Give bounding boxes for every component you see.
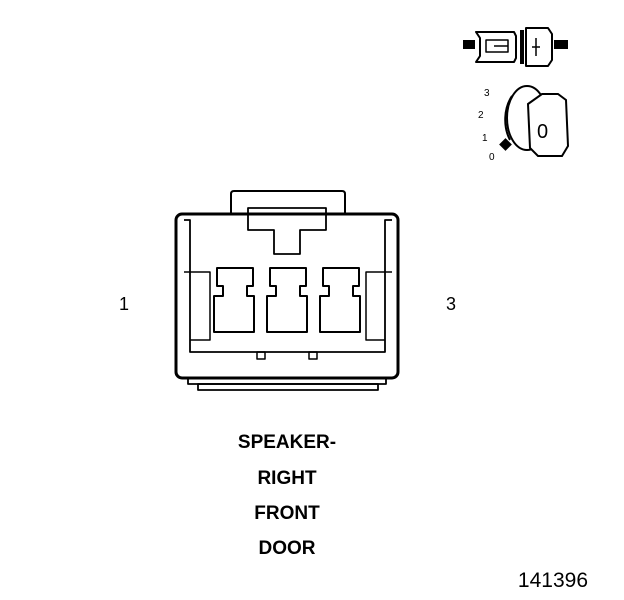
title-line-4: DOOR xyxy=(259,538,316,559)
terminal-cavities xyxy=(213,267,361,333)
title-line-3: FRONT xyxy=(254,503,320,524)
cavity-1 xyxy=(213,267,255,333)
key-position-1: 1 xyxy=(482,133,488,144)
ignition-key-icon: 3 2 1 0 0 xyxy=(478,85,570,163)
cavity-2 xyxy=(266,267,308,333)
mating-connector-icon xyxy=(463,27,568,67)
key-position-2: 2 xyxy=(478,110,484,121)
reference-number: 141396 xyxy=(518,569,588,592)
key-label: 0 xyxy=(537,121,548,143)
title-line-1: SPEAKER- xyxy=(238,432,336,453)
connector-title: SPEAKER- RIGHT FRONT DOOR xyxy=(238,432,336,559)
key-position-0: 0 xyxy=(489,152,495,163)
key-position-3: 3 xyxy=(484,88,490,99)
pin-label-1: 1 xyxy=(119,294,129,314)
cavity-3 xyxy=(319,267,361,333)
title-line-2: RIGHT xyxy=(257,468,317,489)
pin-label-3: 3 xyxy=(446,294,456,314)
connector-face xyxy=(174,190,400,391)
